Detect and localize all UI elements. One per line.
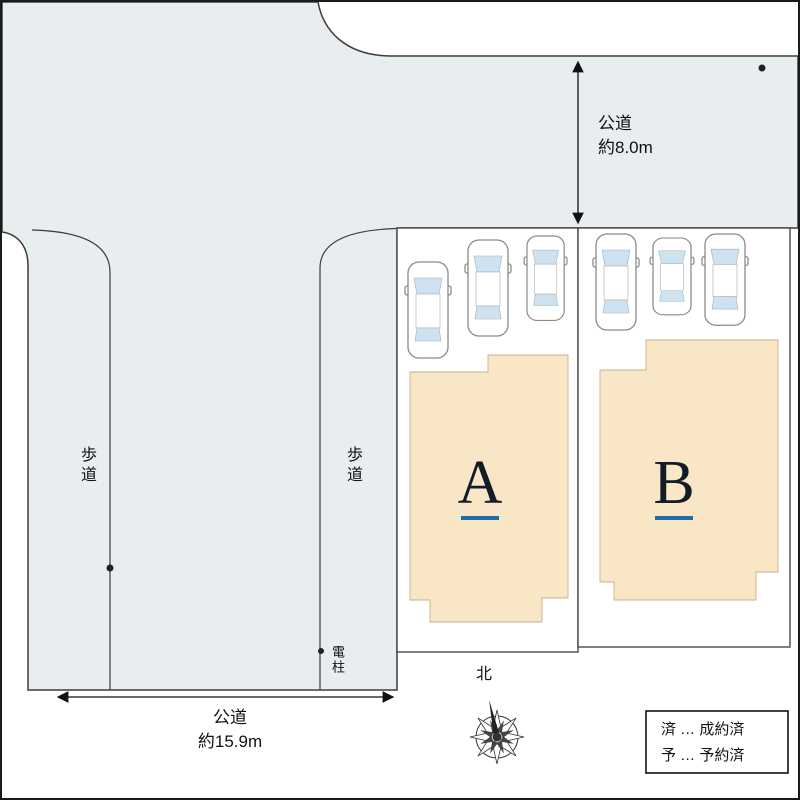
car-icon bbox=[701, 233, 749, 326]
road-width-label-top-value: 約8.0m bbox=[598, 138, 653, 157]
building-b-footprint bbox=[599, 339, 779, 601]
road-width-label-bottom-name: 公道 bbox=[213, 708, 247, 727]
north-label: 北 bbox=[476, 666, 493, 683]
utility-pole-dot bbox=[318, 648, 324, 654]
plot-b-label: B bbox=[653, 449, 695, 517]
car-icon bbox=[523, 235, 568, 322]
compass-icon bbox=[469, 699, 525, 765]
car-icon bbox=[404, 261, 452, 359]
building-a-footprint bbox=[409, 354, 569, 623]
survey-marker-dot bbox=[106, 564, 114, 572]
curb-line-left bbox=[31, 229, 111, 690]
road-width-label-top-name: 公道 bbox=[598, 114, 632, 133]
legend-line-reserved: 予 … 予約済 bbox=[661, 747, 745, 764]
curb-line-center bbox=[319, 227, 397, 690]
car-icon bbox=[649, 237, 695, 316]
road-width-label-bottom: 公道 約15.9m bbox=[176, 706, 284, 754]
road-width-label-bottom-value: 約15.9m bbox=[197, 732, 263, 751]
plot-a-underline bbox=[461, 516, 499, 520]
road-width-label-top: 公道 約8.0m bbox=[598, 112, 653, 160]
survey-marker-dot bbox=[758, 64, 766, 72]
legend-line-sold: 済 … 成約済 bbox=[661, 721, 745, 738]
car-icon bbox=[592, 233, 640, 331]
car-icon bbox=[464, 239, 512, 337]
sidewalk-label-center: 歩道 bbox=[344, 446, 361, 486]
plot-b-underline bbox=[655, 516, 693, 520]
plot-a-label: A bbox=[457, 449, 503, 517]
utility-pole-label: 電柱 bbox=[330, 645, 345, 675]
legend-box bbox=[645, 710, 789, 774]
sidewalk-label-left: 歩道 bbox=[78, 446, 95, 486]
